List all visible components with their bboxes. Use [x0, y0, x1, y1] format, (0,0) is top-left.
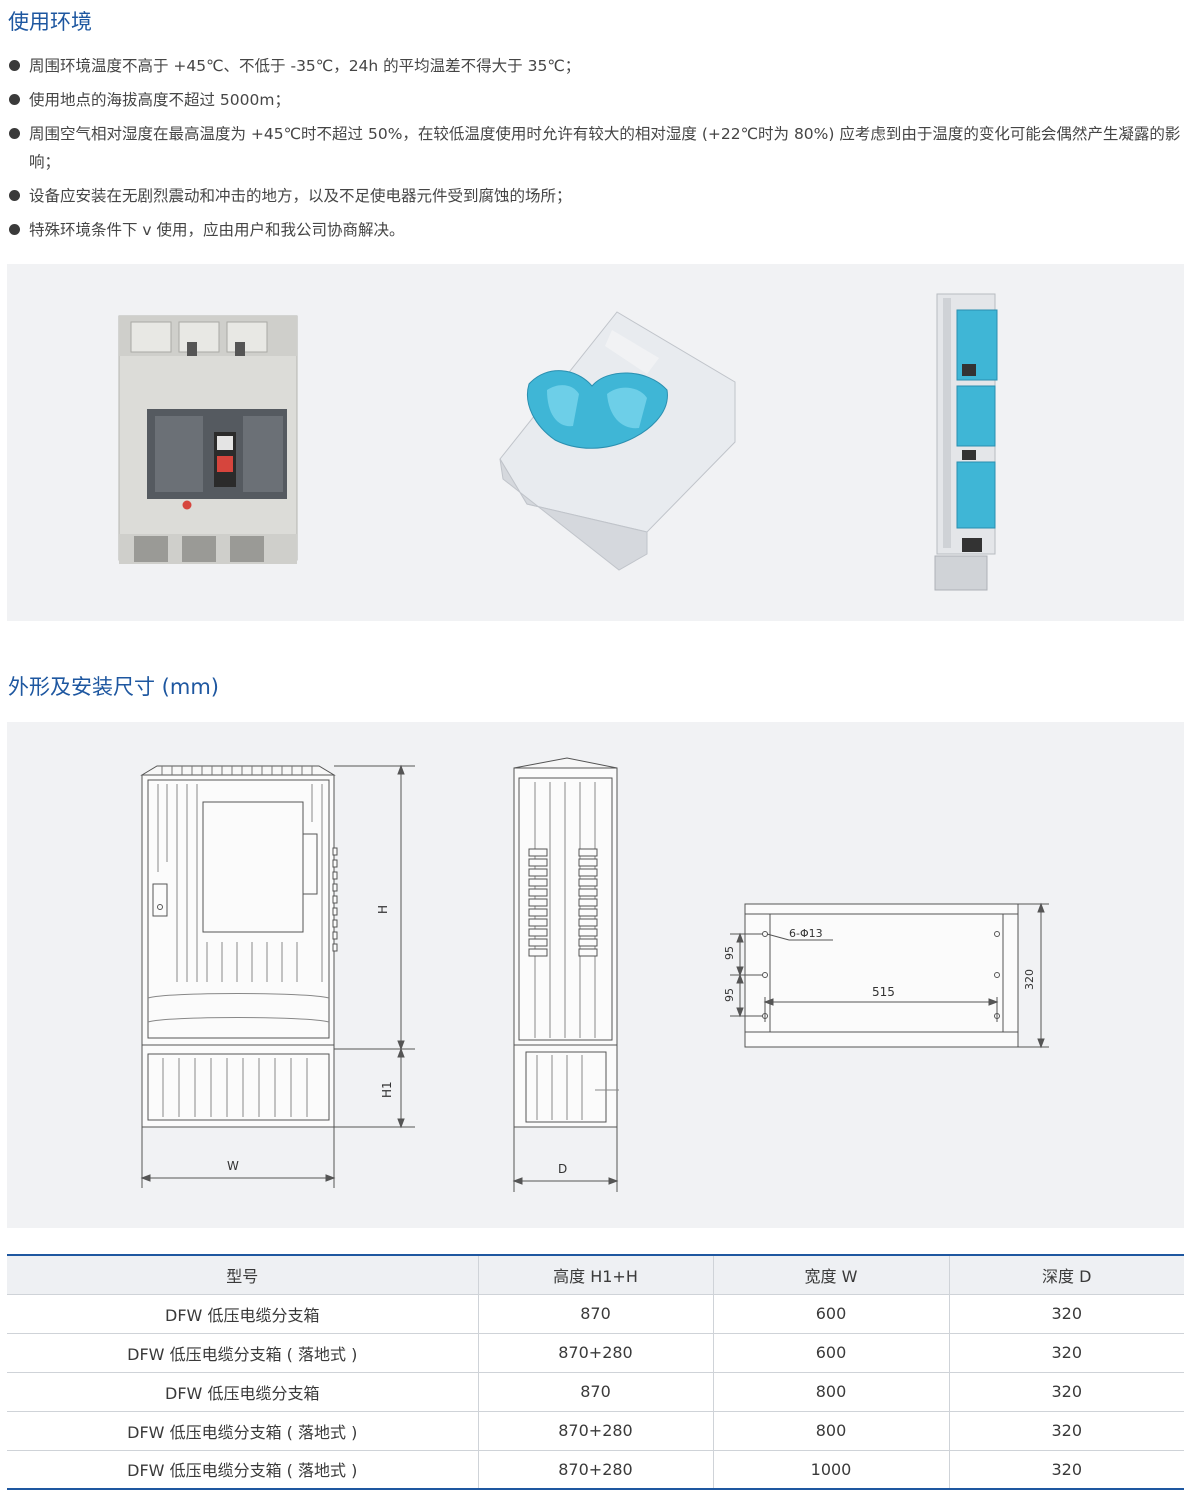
list-item: 特殊环境条件下 v 使用，应由用户和我公司协商解决。	[8, 216, 1188, 244]
section-title-environment: 使用环境	[8, 10, 92, 34]
dimension-drawings-panel: H H1 W	[7, 722, 1184, 1228]
dim-label-holes: 6-Φ13	[789, 927, 823, 940]
cell-model: DFW 低压电缆分支箱 ( 落地式 )	[7, 1333, 479, 1373]
table-row: DFW 低压电缆分支箱 ( 落地式 ) 870+280 600 320	[7, 1333, 1184, 1373]
header-width: 宽度 W	[713, 1254, 950, 1295]
dim-label-w: W	[227, 1159, 239, 1173]
dim-label-h1: H1	[380, 1081, 394, 1098]
cell-height: 870+280	[478, 1333, 714, 1373]
cell-height: 870	[478, 1294, 714, 1334]
side-view-drawing	[512, 757, 619, 1192]
table-row: DFW 低压电缆分支箱 870 800 320	[7, 1372, 1184, 1412]
fuse-switch-image	[499, 311, 736, 571]
list-item: 设备应安装在无剧烈震动和冲击的地方，以及不足使电器元件受到腐蚀的场所；	[8, 182, 1188, 210]
bullet-dot-icon	[9, 94, 20, 105]
cell-depth: 320	[949, 1333, 1184, 1373]
dim-label-h: H	[376, 905, 390, 914]
list-item: 周围空气相对湿度在最高温度为 +45℃时不超过 50%，在较低温度使用时允许有较…	[8, 120, 1188, 176]
table-row: DFW 低压电缆分支箱 ( 落地式 ) 870+280 800 320	[7, 1411, 1184, 1451]
bullet-dot-icon	[9, 190, 20, 201]
header-height: 高度 H1+H	[478, 1254, 714, 1295]
base-plan-drawing	[730, 902, 1049, 1049]
cell-model: DFW 低压电缆分支箱 ( 落地式 )	[7, 1411, 479, 1451]
cell-depth: 320	[949, 1372, 1184, 1412]
dim-label-320: 320	[1023, 969, 1036, 990]
table-row: DFW 低压电缆分支箱 870 600 320	[7, 1294, 1184, 1334]
section-title-dimensions: 外形及安装尺寸 (mm)	[8, 675, 219, 699]
dim-label-515: 515	[872, 985, 895, 999]
bullet-dot-icon	[9, 60, 20, 71]
cell-depth: 320	[949, 1450, 1184, 1490]
header-model: 型号	[7, 1254, 479, 1295]
dimension-table: 型号 高度 H1+H 宽度 W 深度 D DFW 低压电缆分支箱 870 600…	[7, 1254, 1184, 1490]
header-depth: 深度 D	[949, 1254, 1184, 1295]
dim-label-95a: 95	[723, 946, 736, 960]
vertical-fuse-strip-image	[934, 293, 998, 591]
cell-width: 1000	[713, 1450, 950, 1490]
bullet-dot-icon	[9, 224, 20, 235]
cell-width: 800	[713, 1411, 950, 1451]
table-header-row: 型号 高度 H1+H 宽度 W 深度 D	[7, 1254, 1184, 1295]
table-row: DFW 低压电缆分支箱 ( 落地式 ) 870+280 1000 320	[7, 1450, 1184, 1490]
cell-width: 800	[713, 1372, 950, 1412]
list-item: 周围环境温度不高于 +45℃、不低于 -35℃，24h 的平均温差不得大于 35…	[8, 52, 1188, 80]
dim-label-95b: 95	[723, 988, 736, 1002]
environment-list: 周围环境温度不高于 +45℃、不低于 -35℃，24h 的平均温差不得大于 35…	[8, 52, 1188, 250]
cell-height: 870+280	[478, 1450, 714, 1490]
cell-model: DFW 低压电缆分支箱 ( 落地式 )	[7, 1450, 479, 1490]
list-item: 使用地点的海拔高度不超过 5000m；	[8, 86, 1188, 114]
front-view-drawing	[140, 764, 415, 1188]
cell-width: 600	[713, 1333, 950, 1373]
cell-height: 870+280	[478, 1411, 714, 1451]
cell-model: DFW 低压电缆分支箱	[7, 1294, 479, 1334]
cell-model: DFW 低压电缆分支箱	[7, 1372, 479, 1412]
product-photos-panel	[7, 264, 1184, 621]
cell-width: 600	[713, 1294, 950, 1334]
dim-label-d: D	[558, 1162, 567, 1176]
cell-depth: 320	[949, 1294, 1184, 1334]
cell-depth: 320	[949, 1411, 1184, 1451]
bullet-dot-icon	[9, 128, 20, 139]
cell-height: 870	[478, 1372, 714, 1412]
circuit-breaker-image	[118, 315, 298, 564]
